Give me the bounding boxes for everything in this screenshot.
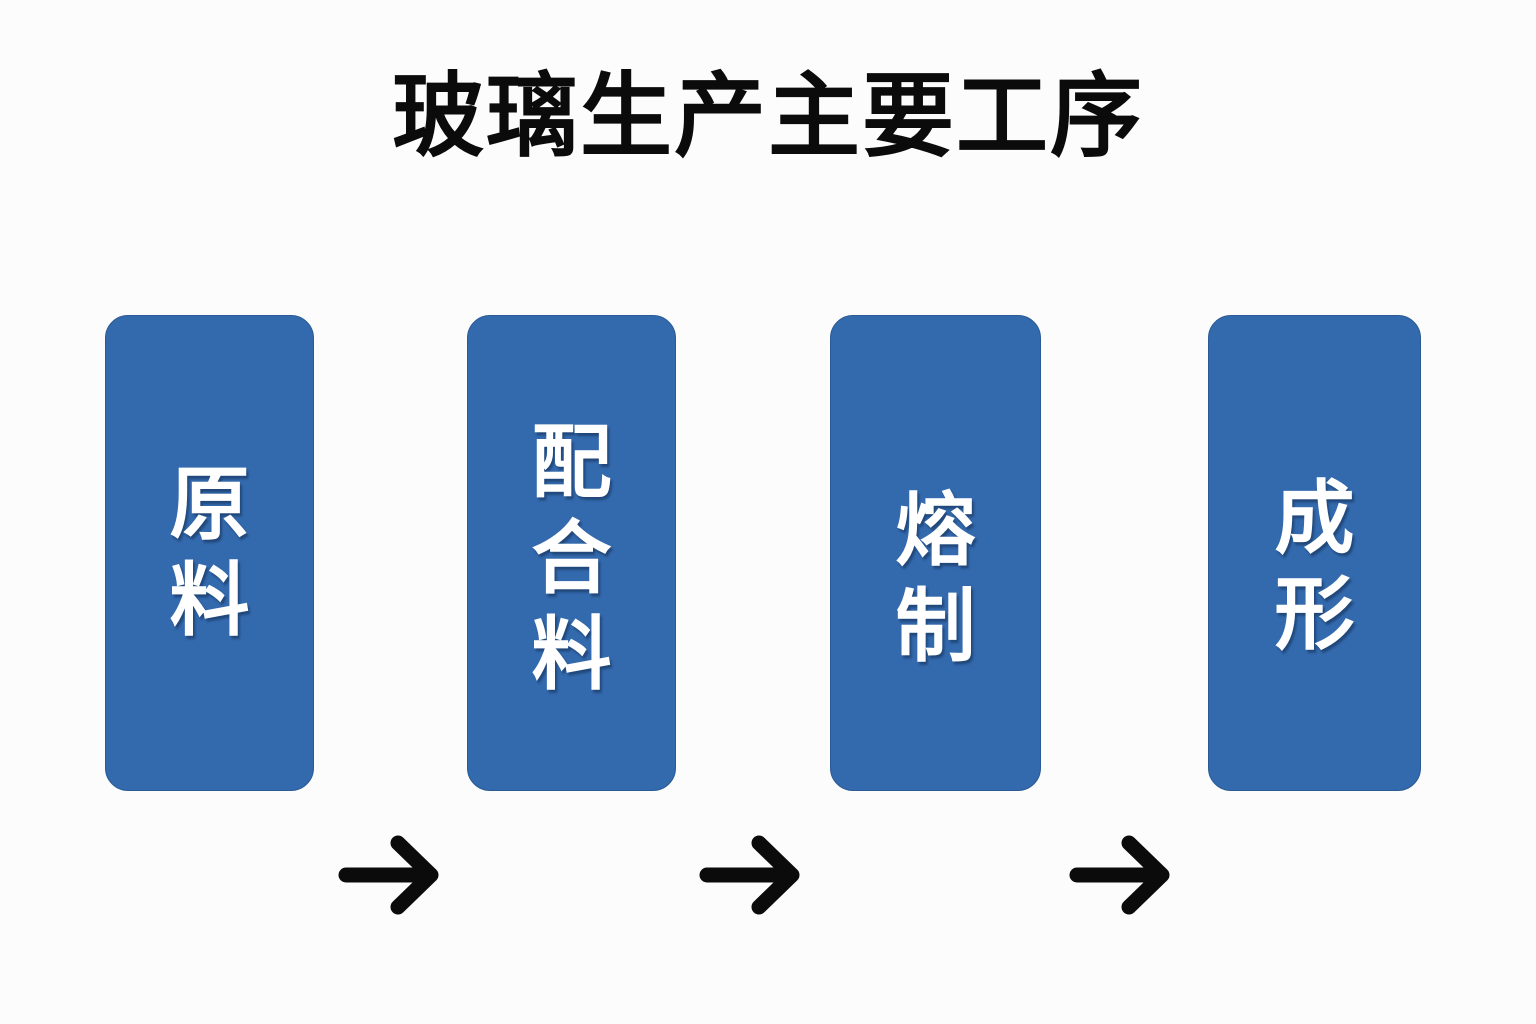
process-node-label: 熔制 <box>895 484 976 673</box>
process-node-forming[interactable]: 成形 <box>1208 315 1421 791</box>
process-node-label: 配合料 <box>531 416 612 701</box>
process-node-label: 原料 <box>169 458 250 647</box>
process-node-raw-material[interactable]: 原料 <box>105 315 314 791</box>
process-node-batch-mixture[interactable]: 配合料 <box>467 315 676 791</box>
arrow-right-icon <box>699 823 807 927</box>
page-title: 玻璃生产主要工序 <box>391 63 1144 170</box>
arrow-right-icon <box>1069 823 1177 927</box>
process-flow: 原料 配合料 熔制 <box>0 315 1536 915</box>
arrow-right-icon <box>338 823 446 927</box>
process-node-label: 成形 <box>1274 472 1355 661</box>
process-node-melting[interactable]: 熔制 <box>830 315 1041 791</box>
